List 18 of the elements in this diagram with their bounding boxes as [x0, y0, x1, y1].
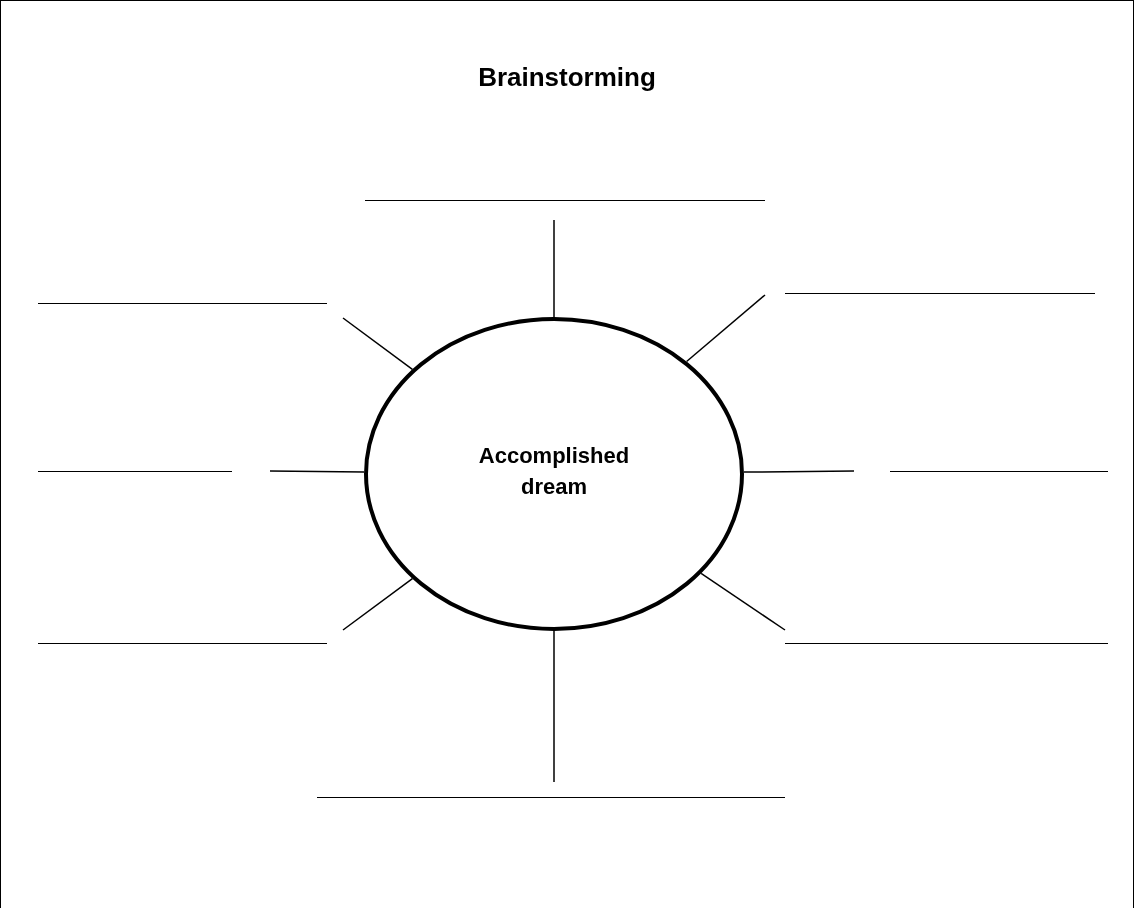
title: Brainstorming [478, 62, 656, 93]
spoke-line [743, 470, 855, 473]
goal-text: Accomplished dream [477, 442, 631, 501]
fill-in-line [38, 471, 232, 472]
fill-in-line [785, 293, 1095, 294]
spoke-line [342, 317, 414, 371]
spoke-line [553, 630, 555, 783]
fill-in-line [785, 643, 1108, 644]
spoke-line [700, 572, 786, 631]
fill-in-line [890, 471, 1108, 472]
fill-in-line [38, 643, 327, 644]
spoke-line [553, 219, 555, 318]
spoke-line [342, 577, 414, 631]
fill-in-line [317, 797, 785, 798]
spoke-line [685, 294, 766, 363]
spoke-line [269, 470, 365, 473]
fill-in-line [38, 303, 327, 304]
fill-in-line [365, 200, 765, 201]
